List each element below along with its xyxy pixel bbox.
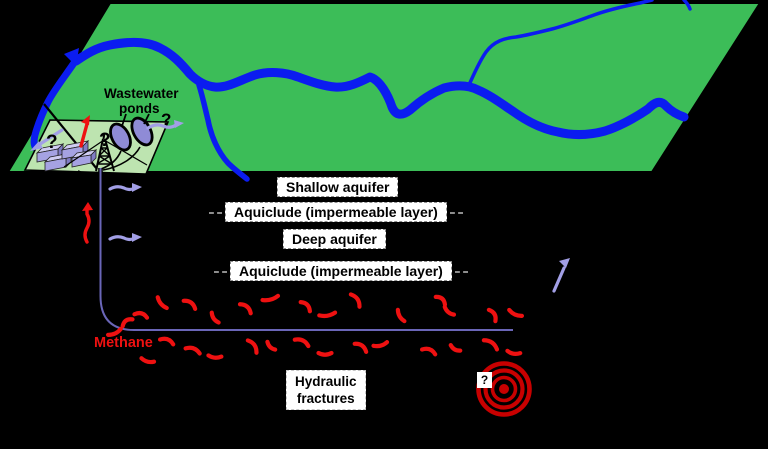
fracture-dash xyxy=(442,304,457,317)
flow-arrows xyxy=(30,120,570,293)
surface-leak-arrow xyxy=(79,115,90,148)
river-south-branch xyxy=(196,82,250,182)
fracture-dash xyxy=(486,307,498,324)
question-mark-right: ? xyxy=(161,110,171,129)
fracture-dash xyxy=(292,337,311,349)
fracture-dash xyxy=(206,353,224,360)
fracture-dash xyxy=(181,298,198,311)
earthquake-ring xyxy=(483,368,525,410)
earthquake-ring xyxy=(499,384,509,394)
fracture-dash xyxy=(155,295,169,311)
deep-aquifer-seep-arrow xyxy=(108,233,142,242)
river-main xyxy=(71,37,689,139)
question-mark-middle: ? xyxy=(99,130,111,151)
well-bore xyxy=(90,168,513,333)
fracture-dash xyxy=(157,336,176,347)
deep-upward-flow-arrow xyxy=(552,258,570,293)
river xyxy=(30,0,692,182)
fracture-dash xyxy=(419,346,438,357)
river-left-branch xyxy=(30,56,80,155)
lower-aquiclude-label: Aquiclude (impermeable layer) xyxy=(214,261,468,281)
fracture-dash xyxy=(260,293,281,303)
earthquake-ring xyxy=(490,375,518,403)
fracture-dash xyxy=(433,294,448,307)
fracture-dash xyxy=(120,317,135,329)
methane-leak-arrows xyxy=(79,115,93,244)
deep-aquifer-label: Deep aquifer xyxy=(283,229,386,249)
fracture-dash xyxy=(132,310,150,320)
fracture-dash xyxy=(448,343,463,353)
fracture-dash xyxy=(316,350,334,357)
fracture-dash xyxy=(265,339,278,352)
fracture-dash xyxy=(105,326,123,337)
earthquake-icon xyxy=(476,361,532,417)
fracture-dash xyxy=(317,310,338,319)
fracture-dash xyxy=(395,307,407,324)
fracture-dash xyxy=(352,341,369,354)
shallow-aquifer-label: Shallow aquifer xyxy=(277,177,399,197)
well-path xyxy=(99,168,513,331)
wastewater-ponds xyxy=(109,113,154,152)
fracture-dash xyxy=(245,338,259,355)
pond-label-leader-lines xyxy=(121,113,150,127)
shallow-aquifer-seep-arrow xyxy=(108,183,142,192)
methane-label: Methane xyxy=(94,335,153,351)
river-flow-arrowhead xyxy=(64,48,79,66)
fracture-dash xyxy=(139,356,157,365)
wastewater-pond xyxy=(109,122,132,152)
fracture-dash xyxy=(505,348,523,356)
wastewater-label-line2: ponds xyxy=(119,101,160,116)
river-tributary xyxy=(467,0,654,87)
earthquake-ring xyxy=(476,361,532,417)
water-flow-arrow-to-river xyxy=(30,128,64,151)
fracture-dashes xyxy=(105,292,525,365)
river-tributary-stub xyxy=(682,0,692,11)
hydraulic-fractures-label-line1: Hydraulic xyxy=(295,374,357,389)
pond-pipes xyxy=(100,146,141,171)
upper-aquiclude-label: Aquiclude (impermeable layer) xyxy=(209,202,463,222)
fracture-dash xyxy=(209,310,221,325)
hydraulic-fractures-label-line2: fractures xyxy=(296,391,355,406)
fracture-dash xyxy=(298,300,312,314)
fracture-dash xyxy=(371,340,390,349)
surface-flow-arrow-right xyxy=(146,120,184,130)
fracture-dash xyxy=(183,345,202,356)
casing-leak-arrow xyxy=(82,202,93,244)
fracture-dash xyxy=(507,307,525,318)
fracture-dash xyxy=(237,302,253,316)
guy-wires xyxy=(63,139,148,168)
wastewater-label-line1: Wastewater xyxy=(104,86,179,101)
hydraulic-fractures-label: Hydraulic fractures xyxy=(286,370,366,410)
floating-texts: Wastewater ponds ? ? ? Methane xyxy=(46,86,179,351)
fracture-dash xyxy=(348,292,362,309)
question-mark-left: ? xyxy=(46,132,58,153)
fracture-dash xyxy=(481,338,500,352)
question-mark-earthquake: ? xyxy=(477,372,492,388)
